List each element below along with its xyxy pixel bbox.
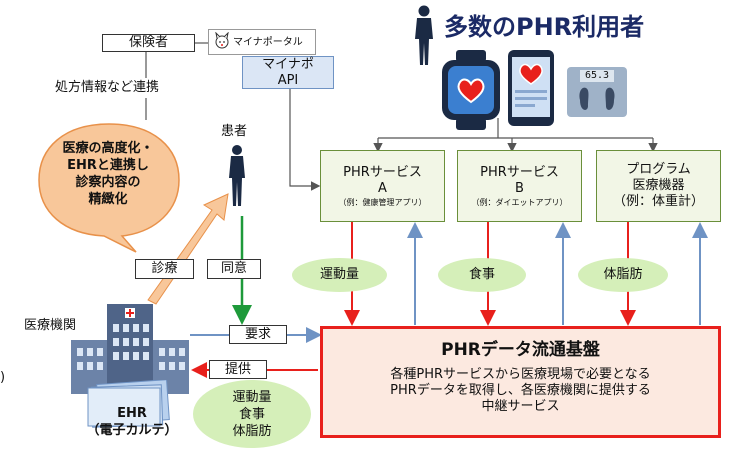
hospital-building-icon xyxy=(71,304,189,394)
myna-api-line1: マイナポ xyxy=(262,56,314,72)
service-a-sub: A xyxy=(378,180,387,196)
platform-desc-1: 各種PHRサービスから医療現場で必要となる xyxy=(390,367,651,382)
platform-desc-2: PHRデータを取得し、各医療機関に提供する xyxy=(390,383,651,398)
callout-text: 医療の高度化・ EHRと連携し 診察内容の 精緻化 xyxy=(44,140,172,208)
service-b-sub: B xyxy=(515,180,524,196)
data-type-exercise-label: 運動量 xyxy=(319,267,359,282)
service-b-box: PHRサービス B （例：ダイエットアプリ） xyxy=(457,150,582,222)
callout-line-2: EHRと連携し xyxy=(67,158,149,173)
exam-label: 診療 xyxy=(151,261,178,276)
data-type-exercise: 運動量 xyxy=(292,258,387,292)
callout-line-4: 精緻化 xyxy=(88,192,128,207)
hospital-label: 医療機関 xyxy=(24,318,77,333)
platform-desc-3: 中継サービス xyxy=(481,399,560,414)
hospital-data-ellipse: 運動量 食事 体脂肪 xyxy=(193,380,311,448)
patient-label: 患者 xyxy=(221,124,248,139)
smartphone-icon xyxy=(508,50,554,126)
service-c-example: （例：体重計） xyxy=(612,194,704,209)
service-b-title: PHRサービス xyxy=(480,164,559,180)
prescription-label: 処方情報など連携 xyxy=(55,80,160,95)
service-b-example: （例：ダイエットアプリ） xyxy=(471,197,568,207)
smartwatch-icon xyxy=(442,50,500,130)
consent-box: 同意 xyxy=(207,259,261,279)
hospital-data-3: 体脂肪 xyxy=(232,423,272,439)
request-label: 要求 xyxy=(244,326,271,342)
scale-reading: 65.3 xyxy=(584,70,610,81)
user-figure-icon xyxy=(415,5,433,65)
callout-line-3: 診察内容の xyxy=(75,175,141,190)
platform-title: PHRデータ流通基盤 xyxy=(441,340,600,360)
callout-line-1: 医療の高度化・ xyxy=(62,141,154,156)
ehr-line1: EHR xyxy=(117,406,147,421)
myna-portal-label: マイナポータル xyxy=(233,36,303,48)
data-type-bodyfat-label: 体脂肪 xyxy=(603,267,643,282)
myna-mascot-icon xyxy=(215,32,229,49)
exam-box: 診療 xyxy=(135,259,194,279)
callout-bubble-shape xyxy=(38,123,180,253)
service-c-box: プログラム 医療機器 （例：体重計） xyxy=(596,150,721,222)
edge-paren: ) xyxy=(0,370,6,385)
ehr-line2: （電子カルテ） xyxy=(86,423,178,438)
scale-icon xyxy=(567,67,627,117)
api-to-service-line xyxy=(289,88,321,191)
service-a-example: （例：健康管理アプリ） xyxy=(338,197,427,207)
data-type-bodyfat: 体脂肪 xyxy=(578,258,668,292)
headline-title: 多数のPHR利用者 xyxy=(444,13,645,41)
myna-api-box: マイナポ API xyxy=(242,56,334,89)
data-type-meal-label: 食事 xyxy=(468,267,495,282)
data-type-meal: 食事 xyxy=(438,258,526,292)
provide-label: 提供 xyxy=(224,361,251,377)
myna-api-line2: API xyxy=(277,72,299,88)
ehr-label: EHR （電子カルテ） xyxy=(72,405,192,439)
service-a-box: PHRサービス A （例：健康管理アプリ） xyxy=(320,150,445,222)
provide-box: 提供 xyxy=(209,360,267,379)
insurer-box: 保険者 xyxy=(102,34,195,52)
service-c-sub: 医療機器 xyxy=(632,178,685,193)
ehr-document-icon xyxy=(87,380,170,428)
service-c-title: プログラム xyxy=(626,162,691,177)
phr-platform-box: PHRデータ流通基盤 各種PHRサービスから医療現場で必要となる PHRデータを… xyxy=(320,326,721,438)
consent-label: 同意 xyxy=(220,261,247,276)
hospital-data-2: 食事 xyxy=(238,406,265,422)
insurer-label: 保険者 xyxy=(128,35,168,50)
request-box: 要求 xyxy=(229,325,287,344)
patient-figure-icon xyxy=(229,145,245,206)
myna-portal-logo: マイナポータル xyxy=(208,29,316,55)
hospital-data-1: 運動量 xyxy=(232,389,272,405)
service-a-title: PHRサービス xyxy=(343,164,422,180)
